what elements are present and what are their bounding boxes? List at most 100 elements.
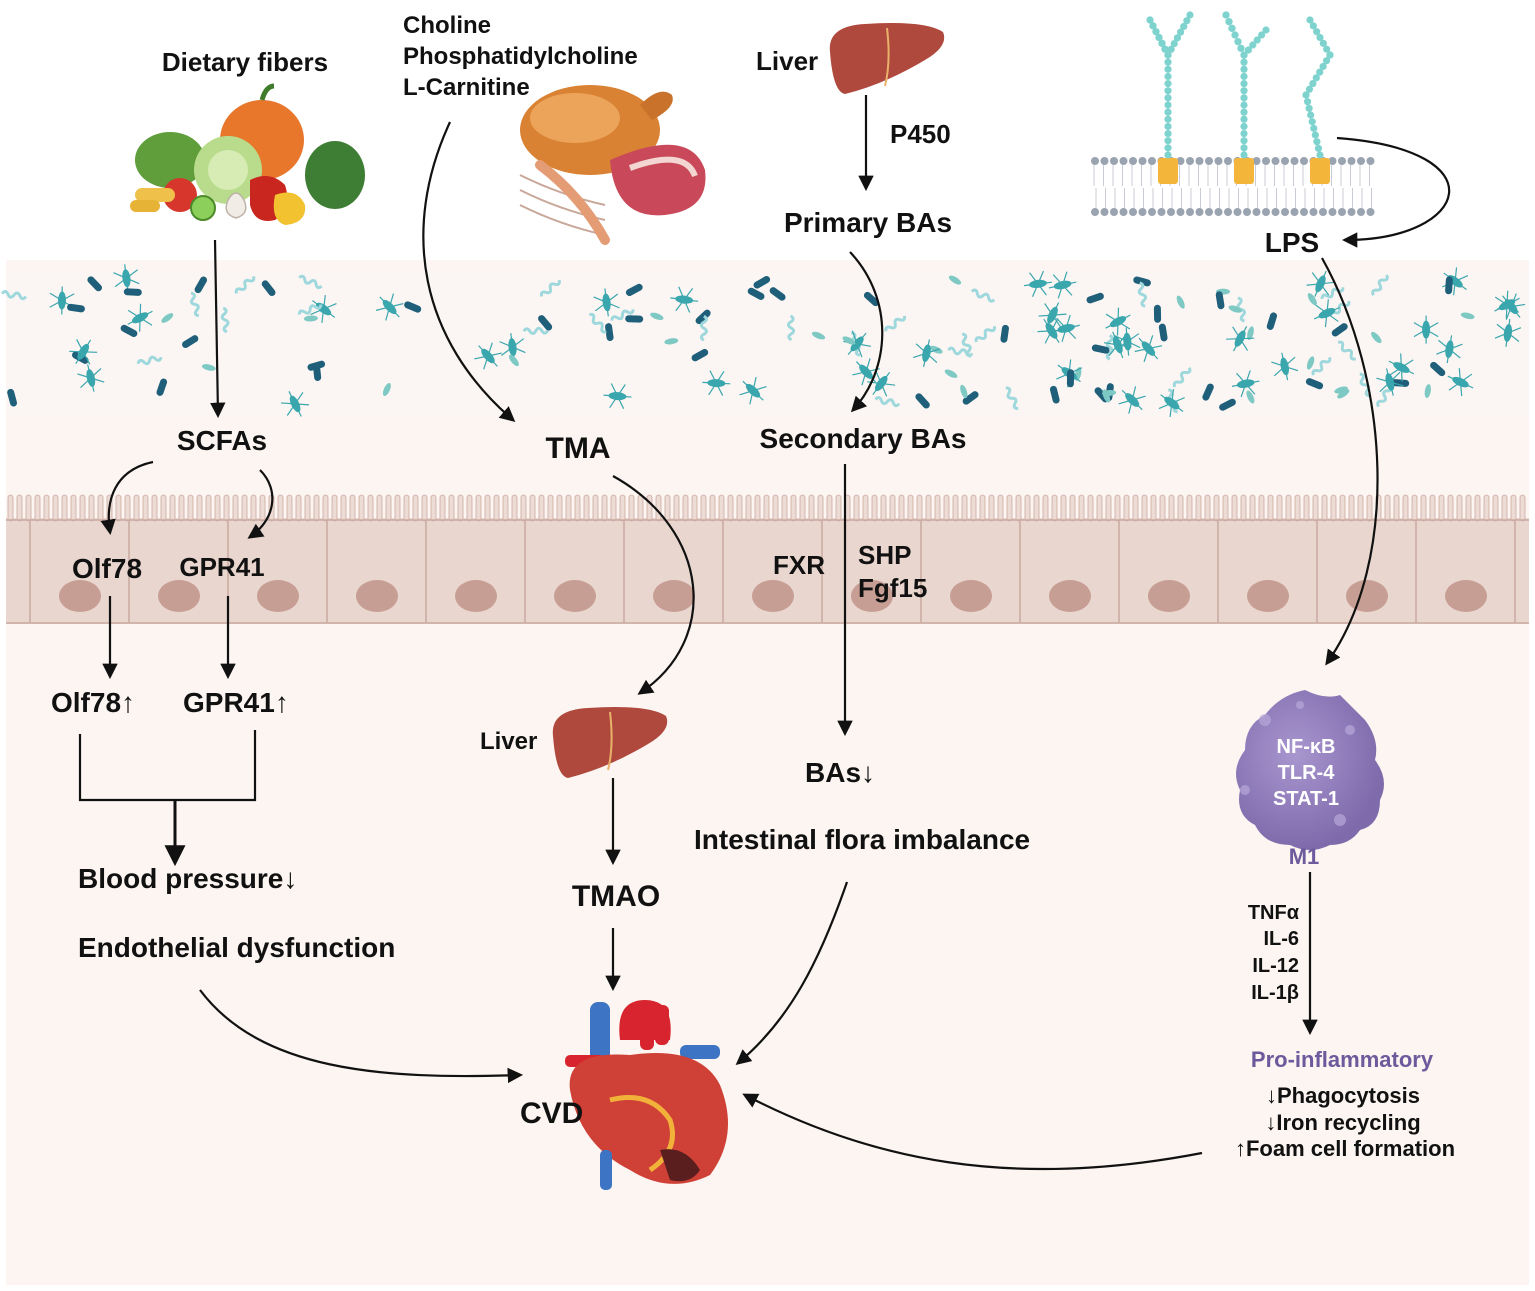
bacteria-icon xyxy=(1172,367,1192,388)
bacteria-icon xyxy=(1313,299,1340,328)
bacteria-icon xyxy=(1246,390,1255,404)
bacteria-icon xyxy=(1066,369,1075,388)
bacteria-icon xyxy=(297,304,323,315)
bacteria-icon xyxy=(625,283,643,296)
bacteria-icon xyxy=(753,276,771,289)
bacteria-icon xyxy=(1226,326,1255,352)
bacteria-icon xyxy=(474,342,502,370)
bacteria-icon xyxy=(702,370,731,396)
bacteria-icon xyxy=(1086,292,1104,304)
bas-down-label: BAs↓ xyxy=(805,757,876,788)
bacteria-icon xyxy=(404,301,422,313)
bacteria-icon xyxy=(747,287,765,300)
arrow xyxy=(422,121,516,423)
cvd-label: CVD xyxy=(520,1097,584,1130)
bacteria-icon xyxy=(1436,335,1463,364)
bacteria-icon xyxy=(87,276,103,292)
blood-pressure-label: Blood pressure↓ xyxy=(78,863,298,894)
bacteria-icon xyxy=(1337,340,1357,361)
bacteria-icon xyxy=(1158,389,1185,418)
bacteria-icon xyxy=(67,303,85,313)
bacteria-icon xyxy=(1005,386,1019,410)
liver-mid-label: Liver xyxy=(480,728,538,755)
bacteria-icon xyxy=(1376,368,1404,396)
bacteria-icon xyxy=(1153,304,1162,323)
bacteria-icon xyxy=(769,287,786,301)
bacteria-icon xyxy=(1228,305,1243,313)
bacteria-icon xyxy=(7,388,18,407)
arrow xyxy=(100,460,154,536)
bacteria-icon xyxy=(1460,312,1475,320)
bacteria-icon xyxy=(1176,295,1185,309)
bacteria-icon xyxy=(739,376,767,405)
il6-label: IL-6 xyxy=(1263,928,1299,950)
bacteria-icon xyxy=(522,326,550,335)
olf78-up-label: Olf78↑ xyxy=(51,687,136,718)
bacteria-icon xyxy=(1052,314,1080,342)
bacteria-icon xyxy=(863,291,880,307)
bacteria-icon xyxy=(1424,384,1431,399)
bacteria-icon xyxy=(948,275,962,285)
m1-label: M1 xyxy=(1288,844,1320,869)
bacteria-icon xyxy=(281,391,310,417)
bacteria-icon xyxy=(1024,270,1052,298)
bacteria-icon xyxy=(1105,334,1114,361)
tmao-label: TMAO xyxy=(571,880,661,913)
bacteria-icon xyxy=(1413,315,1439,344)
secondary-bas-label: Secondary BAs xyxy=(759,423,967,454)
bacteria-icon xyxy=(1158,323,1168,342)
choline-label: Choline xyxy=(403,12,491,39)
bacteria-icon xyxy=(189,291,200,318)
bacteria-icon xyxy=(1048,271,1077,299)
bacteria-icon xyxy=(1247,326,1254,341)
bacteria-icon xyxy=(69,339,98,365)
bacteria-icon xyxy=(156,378,168,396)
bacteria-icon xyxy=(127,303,153,332)
gut-microbiota-band xyxy=(0,264,1529,418)
bacteria-icon xyxy=(962,391,979,405)
bacteria-icon xyxy=(691,348,709,362)
arrow xyxy=(78,730,257,802)
bacteria-icon xyxy=(261,280,276,297)
arrow xyxy=(1321,257,1379,666)
intestinal-flora-label: Intestinal flora imbalance xyxy=(694,824,1031,855)
bacteria-icon xyxy=(650,312,664,320)
bacteria-icon xyxy=(1091,344,1110,354)
bacteria-icon xyxy=(605,323,614,342)
bacteria-icon xyxy=(538,315,553,331)
bacteria-icon xyxy=(874,396,901,408)
arrow xyxy=(612,475,695,695)
l-carnitine-label: L-Carnitine xyxy=(403,74,530,101)
pathway-arrows xyxy=(78,95,1451,1171)
bacteria-icon xyxy=(1103,331,1132,359)
bacteria-icon xyxy=(610,309,635,321)
shp-label: SHP xyxy=(858,540,912,570)
bacteria-icon xyxy=(1133,276,1151,287)
bacteria-icon xyxy=(1494,290,1520,319)
bacteria-icon xyxy=(120,324,138,337)
bacteria-icon xyxy=(603,383,632,409)
lps-label: LPS xyxy=(1264,227,1320,258)
bacteria-icon xyxy=(1271,352,1299,381)
bacteria-icon xyxy=(1371,331,1382,344)
bacteria-icon xyxy=(811,331,826,340)
bacteria-icon xyxy=(670,286,699,313)
bacteria-icon xyxy=(234,276,256,294)
liver-icon xyxy=(829,23,945,94)
bacteria-icon xyxy=(182,335,199,349)
liver-top-label: Liver xyxy=(756,46,819,76)
primary-bas-label: Primary BAs xyxy=(783,207,953,238)
bacteria-icon xyxy=(1430,361,1446,377)
lps-membrane-icon xyxy=(1091,11,1375,216)
heart-icon xyxy=(565,1000,728,1190)
bacteria-icon xyxy=(867,370,896,397)
bacteria-icon xyxy=(944,369,958,378)
bacteria-icon xyxy=(1049,385,1060,404)
macrophage-icon xyxy=(1236,690,1384,850)
bacteria-icon xyxy=(220,306,230,334)
arrow xyxy=(735,881,849,1065)
bacteria-icon xyxy=(298,274,323,290)
bacteria-icon xyxy=(1038,302,1067,328)
